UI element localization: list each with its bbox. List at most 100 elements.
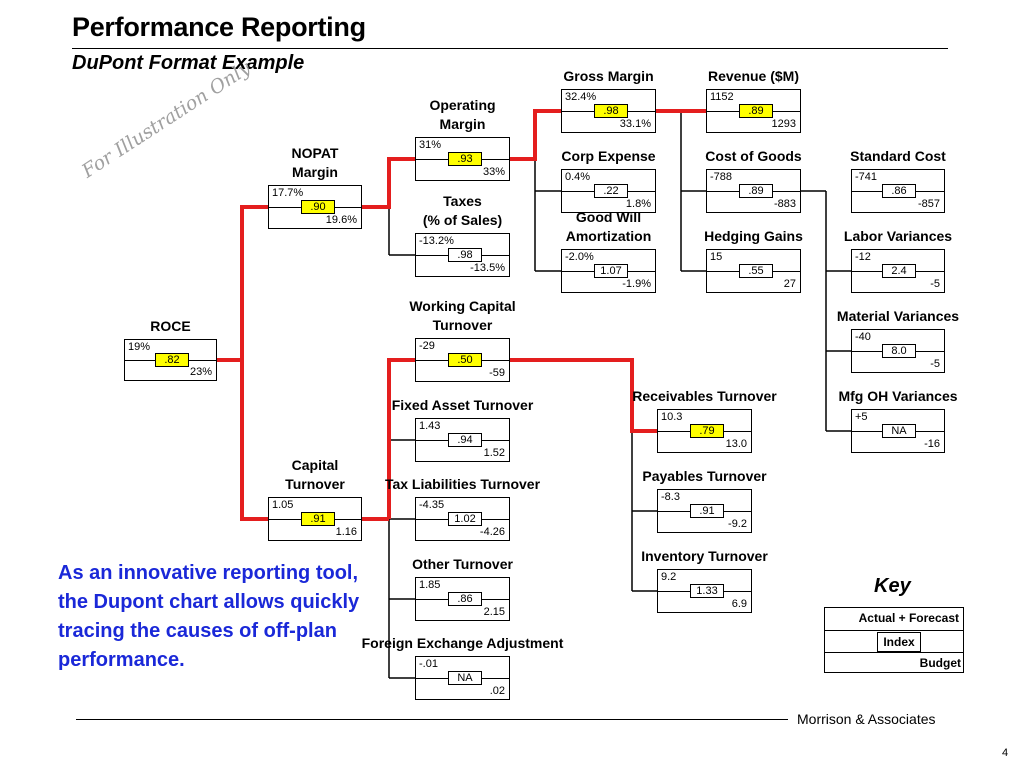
actual-value: 31% (419, 139, 442, 151)
budget-value: -5 (930, 278, 940, 290)
budget-value: -883 (773, 198, 796, 210)
index-value: 1.07 (594, 264, 628, 278)
index-value: .50 (448, 353, 482, 367)
actual-value: 1.85 (419, 579, 441, 591)
budget-value: 19.6% (325, 214, 357, 226)
highlight-path (510, 358, 657, 433)
actual-value: 10.3 (661, 411, 683, 423)
node-label: Cost of Goods (705, 148, 802, 164)
actual-value: -13.2% (419, 235, 454, 247)
index-value: .91 (301, 512, 335, 526)
node-label: Tax Liabilities Turnover (384, 476, 541, 492)
budget-value: 1.52 (483, 447, 505, 459)
actual-value: -4.35 (419, 499, 445, 511)
actual-value: -788 (710, 171, 733, 183)
node-label: Revenue ($M) (707, 68, 800, 84)
node-label: Material Variances (836, 308, 960, 324)
budget-value: 23% (189, 366, 212, 378)
index-value: .98 (594, 104, 628, 118)
index-value: 1.33 (690, 584, 724, 598)
highlight-path (362, 157, 415, 209)
page-title: Performance Reporting (72, 12, 366, 42)
node-box: -29.50-59 (415, 338, 510, 382)
budget-value: 1.16 (335, 526, 357, 538)
key-title: Key (874, 575, 911, 597)
index-value: .89 (739, 184, 773, 198)
node-payturn: Payables Turnover -8.3 .91 -9.2 (642, 468, 767, 533)
key-legend: Actual + Forecast Index Budget (824, 607, 964, 673)
actual-value: 0.4% (565, 171, 591, 183)
node-label: Payables Turnover (642, 468, 767, 484)
actual-value: 1.05 (272, 499, 294, 511)
actual-value: -29 (419, 340, 435, 352)
actual-value: 9.2 (661, 571, 677, 583)
highlight-path (240, 205, 268, 360)
node-box: 9.2 1.33 6.9 (657, 569, 752, 613)
node-label: Hedging Gains (704, 228, 803, 244)
budget-value: -13.5% (470, 262, 505, 274)
node-label: Gross Margin (563, 68, 654, 84)
actual-value: -741 (855, 171, 878, 183)
node-label: Receivables Turnover (632, 388, 777, 404)
actual-value: -2.0% (565, 251, 594, 263)
index-value: 1.02 (448, 512, 482, 526)
actual-value: -8.3 (661, 491, 680, 503)
actual-value: 17.7% (272, 187, 304, 199)
page-number: 4 (1002, 747, 1009, 759)
budget-value: -9.2 (728, 518, 747, 530)
index-value: .98 (448, 248, 482, 262)
key-divider (825, 630, 963, 631)
index-value: .55 (739, 264, 773, 278)
index-value: .82 (155, 353, 189, 367)
node-label: Foreign Exchange Adjustment (361, 635, 564, 651)
budget-value: -5 (930, 358, 940, 370)
index-value: 2.4 (882, 264, 916, 278)
actual-value: 19% (128, 341, 151, 353)
node-box: -741.86-857 (851, 169, 945, 213)
node-taxes: Taxes(% of Sales)-13.2%.98-13.5% (415, 193, 510, 277)
actual-value: -.01 (419, 658, 438, 670)
budget-value: 2.15 (483, 606, 505, 618)
index-value: NA (882, 424, 916, 438)
index-value: .93 (448, 152, 482, 166)
description-text: As an innovative reporting tool, the Dup… (58, 562, 360, 671)
budget-value: 33.1% (619, 118, 651, 130)
budget-value: 33% (482, 166, 505, 178)
budget-value: 1293 (771, 118, 796, 130)
actual-value: +5 (855, 411, 868, 423)
budget-value: 6.9 (731, 598, 747, 610)
key-budget-label: Budget (919, 656, 961, 670)
index-value: 8.0 (882, 344, 916, 358)
node-label: Mfg OH Variances (838, 388, 958, 404)
index-value: .79 (690, 424, 724, 438)
budget-value: -16 (924, 438, 940, 450)
index-value: .86 (448, 592, 482, 606)
actual-value: 1.43 (419, 420, 441, 432)
node-stdcost: Standard Cost-741.86-857 (850, 148, 946, 213)
highlight-path (387, 358, 415, 519)
index-value: .91 (690, 504, 724, 518)
node-box: -13.2%.98-13.5% (415, 233, 510, 277)
key-actual-label: Actual + Forecast (858, 611, 959, 625)
key-divider (825, 652, 963, 653)
node-label: Fixed Asset Turnover (391, 397, 534, 413)
